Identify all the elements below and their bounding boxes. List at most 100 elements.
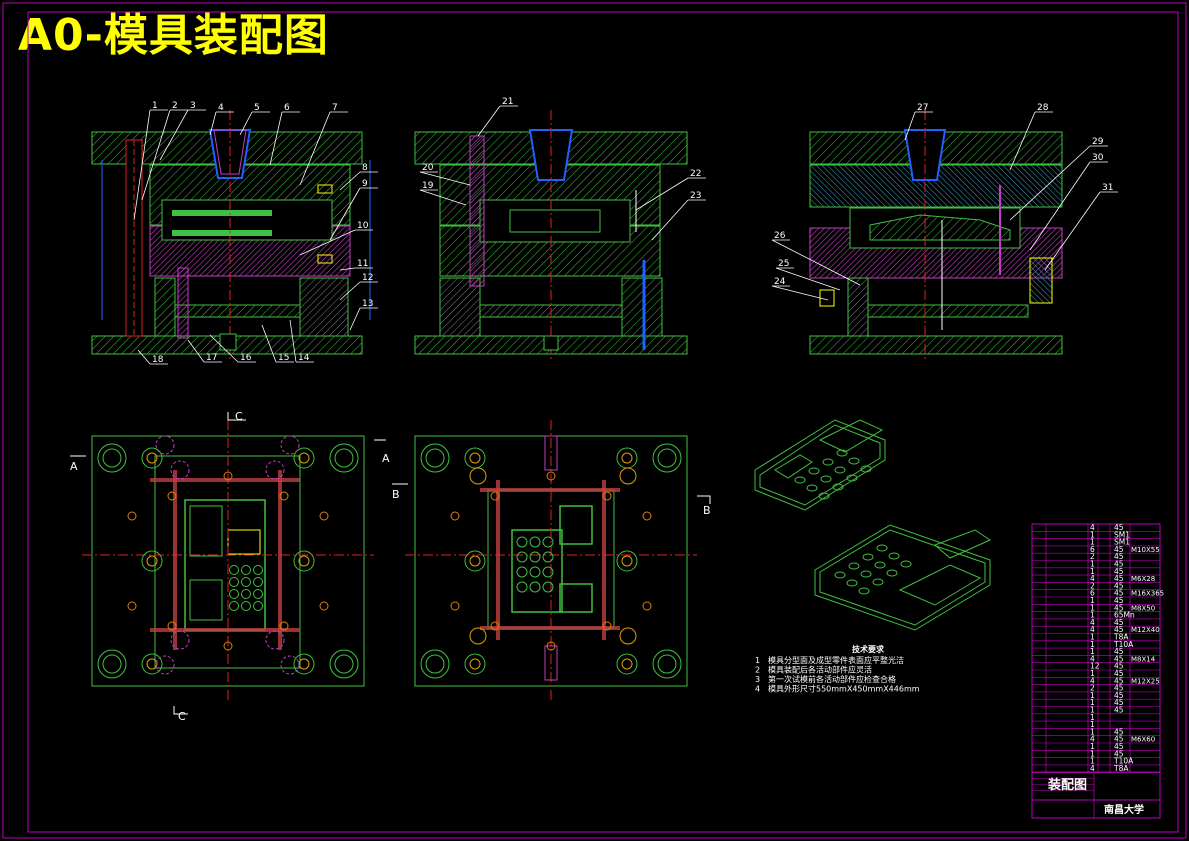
callout-label: 10 bbox=[357, 221, 369, 231]
tech-requirements-heading: 技术要求 bbox=[852, 644, 885, 654]
bom-qty: 4 bbox=[1090, 676, 1095, 685]
callout-label: 8 bbox=[362, 163, 368, 173]
bom-material: 45 bbox=[1114, 749, 1124, 758]
bom-qty: 1 bbox=[1090, 596, 1095, 605]
isometric-part-top bbox=[754, 419, 886, 511]
bom-material: 45 bbox=[1114, 596, 1124, 605]
bom-qty: 1 bbox=[1090, 727, 1095, 736]
bom-qty: 1 bbox=[1090, 647, 1095, 656]
bom-qty: 6 bbox=[1090, 545, 1095, 554]
page-title: A0-模具装配图 bbox=[18, 10, 329, 61]
bom-material: 45 bbox=[1114, 545, 1124, 554]
bom-material: 45 bbox=[1114, 618, 1124, 627]
drawing-name: 装配图 bbox=[1047, 777, 1087, 793]
bom-qty: 1 bbox=[1090, 706, 1095, 715]
bom-qty: 2 bbox=[1090, 581, 1095, 590]
plan-view-left bbox=[82, 420, 374, 700]
callout-label: 16 bbox=[240, 353, 252, 363]
bom-material: 45 bbox=[1114, 523, 1124, 532]
bom-note: M6X60 bbox=[1131, 736, 1155, 744]
section-view-a bbox=[91, 110, 371, 360]
bom-material: SM1 bbox=[1114, 538, 1130, 547]
callout-label: 22 bbox=[690, 169, 701, 179]
bom-qty: 1 bbox=[1090, 757, 1095, 766]
section-mark-b-right: B bbox=[703, 504, 711, 517]
bom-qty: 4 bbox=[1090, 618, 1095, 627]
tech-item-num: 3 bbox=[755, 675, 760, 684]
callout-label: 28 bbox=[1037, 103, 1049, 113]
tech-item-num: 1 bbox=[755, 656, 760, 665]
school-name: 南昌大学 bbox=[1104, 803, 1144, 816]
bom-note: M12X25 bbox=[1131, 677, 1160, 685]
bom-qty: 1 bbox=[1090, 640, 1095, 649]
section-mark-a-right: A bbox=[382, 452, 390, 465]
bom-material: 45 bbox=[1114, 552, 1124, 561]
section-mark-b-left: B bbox=[392, 488, 400, 501]
tech-item-num: 4 bbox=[755, 685, 760, 694]
bom-note: M10X55 bbox=[1131, 546, 1160, 554]
bom-material: T8A bbox=[1113, 764, 1129, 773]
bom-material: T8A bbox=[1113, 633, 1129, 642]
callout-label: 3 bbox=[190, 101, 196, 111]
bom-note: M8X14 bbox=[1131, 655, 1156, 663]
isometric-part-bottom-keys bbox=[834, 544, 912, 595]
callout-label: 27 bbox=[917, 103, 928, 113]
bom-material: 45 bbox=[1114, 589, 1124, 598]
callout-label: 11 bbox=[357, 259, 368, 269]
bom-material: 45 bbox=[1114, 662, 1124, 671]
bom-qty: 4 bbox=[1090, 523, 1095, 532]
callout-label: 13 bbox=[362, 299, 373, 309]
callout-label: 17 bbox=[206, 353, 217, 363]
bom-qty: 1 bbox=[1090, 538, 1095, 547]
bom-qty: 6 bbox=[1090, 589, 1095, 598]
callout-label: 7 bbox=[332, 103, 338, 113]
bom-qty: 1 bbox=[1090, 691, 1095, 700]
section-mark-c-bottom: C bbox=[178, 710, 186, 723]
tech-item-text: 第一次试模前各活动部件应检查合格 bbox=[768, 674, 896, 684]
callout-label: 12 bbox=[362, 273, 373, 283]
bom-material: SM1 bbox=[1114, 530, 1130, 539]
bom-material: 45 bbox=[1114, 669, 1124, 678]
bom-qty: 4 bbox=[1090, 735, 1095, 744]
bom-qty: 1 bbox=[1090, 698, 1095, 707]
bom-material: 45 bbox=[1114, 581, 1124, 590]
bom-material: 45 bbox=[1114, 603, 1124, 612]
bom-note: M8X50 bbox=[1131, 604, 1155, 612]
tech-item-text: 模具外形尺寸550mmX450mmX446mm bbox=[768, 684, 920, 694]
callout-label: 4 bbox=[218, 103, 224, 113]
bom-material: 65Mn bbox=[1114, 611, 1135, 620]
bom-qty: 1 bbox=[1090, 720, 1095, 729]
section-mark-c-top: C bbox=[235, 410, 243, 423]
plan-view-left-keypad bbox=[229, 565, 263, 611]
plan-view-left-holes bbox=[97, 435, 359, 679]
plan-view-middle-keypad bbox=[516, 536, 554, 593]
bom-material: 45 bbox=[1114, 560, 1124, 569]
bom-qty: 1 bbox=[1090, 742, 1095, 751]
callout-label: 26 bbox=[774, 231, 786, 241]
tech-item-text: 模具装配后各活动部件应灵活 bbox=[768, 665, 872, 675]
callout-label: 14 bbox=[298, 353, 310, 363]
bom-material: 45 bbox=[1114, 625, 1124, 634]
bom-qty: 2 bbox=[1090, 684, 1095, 693]
bom-qty: 1 bbox=[1090, 560, 1095, 569]
bom-material: 45 bbox=[1114, 647, 1124, 656]
bom-note: M16X365 bbox=[1131, 590, 1164, 598]
bom-material: 45 bbox=[1114, 684, 1124, 693]
bom-material: 45 bbox=[1114, 567, 1124, 576]
bom-qty: 2 bbox=[1090, 552, 1095, 561]
bom-qty: 1 bbox=[1090, 713, 1095, 722]
bom-material: T10A bbox=[1113, 640, 1134, 649]
bom-material: 45 bbox=[1114, 691, 1124, 700]
section-mark-a-left: A bbox=[70, 460, 78, 473]
inner-border bbox=[27, 11, 1179, 833]
plan-view-middle bbox=[405, 420, 697, 700]
bom-material: 45 bbox=[1114, 742, 1124, 751]
callout-label: 24 bbox=[774, 277, 786, 287]
tech-item-num: 2 bbox=[755, 666, 760, 675]
